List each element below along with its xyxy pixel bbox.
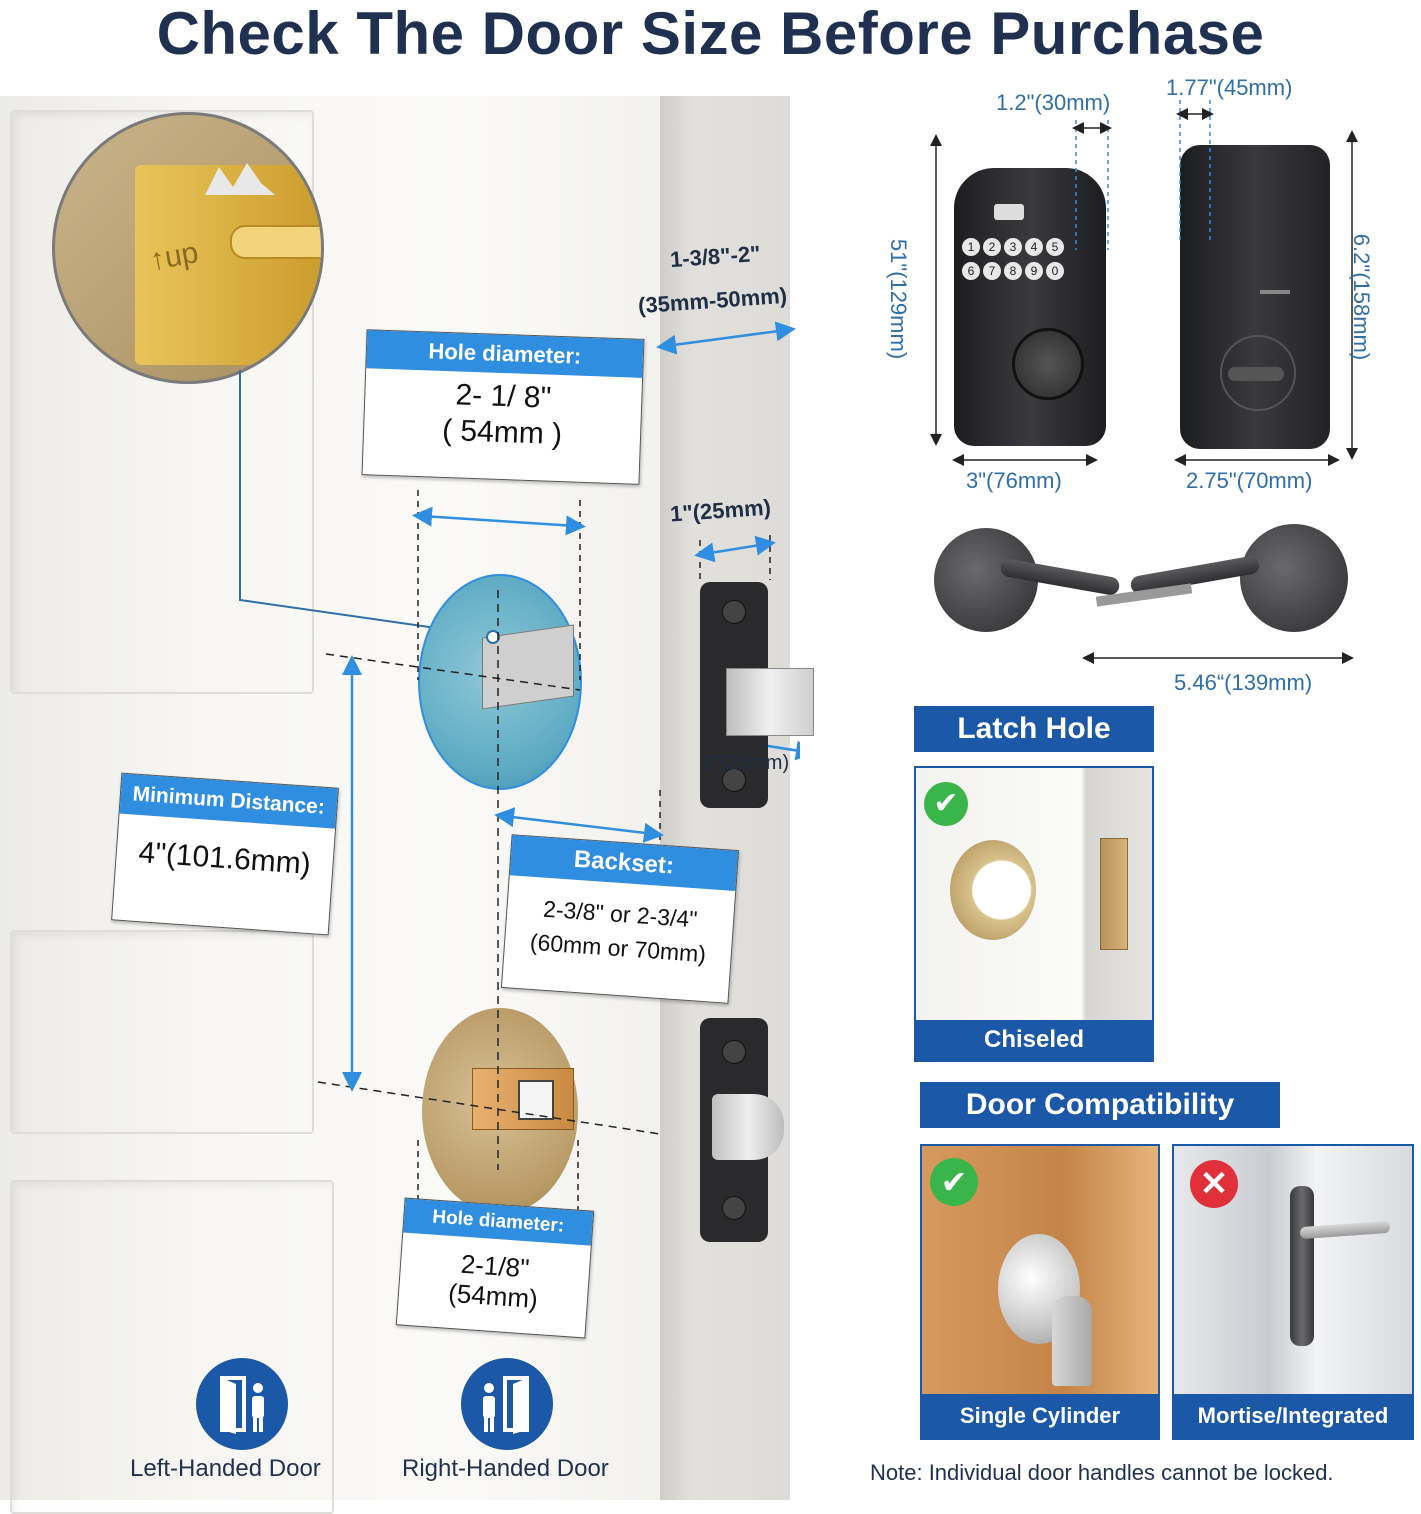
screw-icon — [722, 1040, 746, 1064]
mortise-caption: Mortise/Integrated — [1174, 1394, 1412, 1438]
screw-icon — [722, 768, 746, 792]
inside-lock-unit — [1180, 145, 1330, 449]
keypad-depth-label: 1.2"(30mm) — [996, 90, 1111, 115]
keypad-key: 8 — [1004, 262, 1022, 280]
handle-length-label: 5.46“(139mm) — [1174, 670, 1313, 695]
keyhole-cylinder — [1012, 328, 1084, 400]
zoom-connector — [239, 370, 493, 637]
keypad-key: 0 — [1046, 262, 1064, 280]
lever-rose-left — [934, 528, 1038, 632]
right-handed-door-icon — [461, 1358, 553, 1450]
screw-icon — [722, 600, 746, 624]
door-dimension-lines — [317, 321, 800, 1230]
latch-plate — [135, 165, 321, 365]
bore-hole-bottom — [422, 1008, 578, 1214]
page-title: Check The Door Size Before Purchase — [156, 0, 1265, 67]
thumbturn-ring — [1220, 335, 1296, 411]
latch-bolt — [726, 668, 814, 736]
single-cylinder-photo: ✔ Single Cylinder — [920, 1144, 1160, 1440]
door-compatibility-banner: Door Compatibility — [920, 1082, 1280, 1128]
label-value: 4"(101.6mm) — [137, 836, 312, 881]
latch-zoom-circle: ↑up — [52, 112, 324, 384]
screw-icon — [722, 1196, 746, 1220]
inside-depth-label: 1.77"(45mm) — [1166, 75, 1293, 100]
bore-hole-top — [418, 574, 582, 790]
bore-hole — [950, 840, 1036, 940]
note-text: Note: Individual door handles cannot be … — [870, 1460, 1334, 1485]
latch-slot — [230, 225, 321, 259]
label-heading: Hole diameter: — [366, 330, 644, 378]
hole-diameter-top-label: Hole diameter: 2- 1/ 8" ( 54mm ) — [361, 329, 645, 485]
keypad-key: 1 — [962, 238, 980, 256]
latch-depth: 1"(25mm) — [702, 752, 790, 774]
lock-dimension-lines — [930, 100, 1358, 664]
keypad-width-label: 3"(76mm) — [966, 468, 1062, 493]
inside-height-label: 6.2"(158mm) — [1349, 233, 1375, 361]
door-panel — [10, 110, 314, 694]
latch-hole-caption: Chiseled — [916, 1020, 1152, 1060]
keypad-key: 7 — [983, 262, 1001, 280]
lever-rose-right — [1240, 524, 1348, 632]
keypad-lock-front — [954, 168, 1106, 446]
latch-hole-banner: Latch Hole — [914, 706, 1154, 752]
right-handed-door-label: Right-Handed Door — [402, 1455, 609, 1482]
keypad-key: 6 — [962, 262, 980, 280]
door-panel — [10, 930, 314, 1134]
mortise-plate — [1290, 1186, 1314, 1346]
chiseled-mortise — [1100, 838, 1128, 950]
keypad-height-label: 51"(129mm) — [886, 238, 912, 360]
spindle-hole — [518, 1080, 554, 1120]
mortise-photo: ✕ Mortise/Integrated — [1172, 1144, 1414, 1440]
hole-diameter-bottom-label: Hole diameter: 2-1/8" (54mm) — [395, 1197, 595, 1339]
lock-indicator — [994, 204, 1024, 220]
key-icon — [1052, 1296, 1092, 1386]
single-cylinder-caption: Single Cylinder — [922, 1394, 1158, 1438]
keypad-key: 9 — [1025, 262, 1043, 280]
keypad-key: 2 — [983, 238, 1001, 256]
check-icon: ✔ — [930, 1158, 978, 1206]
check-icon: ✔ — [924, 782, 968, 826]
keypad-key: 3 — [1004, 238, 1022, 256]
thumbturn — [1228, 367, 1284, 381]
keypad-key: 5 — [1046, 238, 1064, 256]
deadbolt — [712, 1094, 784, 1160]
cross-icon: ✕ — [1190, 1160, 1238, 1208]
backset-label: Backset: 2-3/8" or 2-3/4" (60mm or 70mm) — [500, 834, 740, 1004]
connector-dot — [486, 630, 500, 644]
status-led — [1260, 290, 1290, 294]
minimum-distance-label: Minimum Distance: 4"(101.6mm) — [111, 772, 339, 936]
latch-hole-photo: ✔ Chiseled — [914, 766, 1154, 1062]
left-handed-door-icon — [196, 1358, 288, 1450]
inside-width-label: 2.75"(70mm) — [1186, 468, 1313, 493]
keypad-key: 4 — [1025, 238, 1043, 256]
left-handed-door-label: Left-Handed Door — [130, 1455, 321, 1482]
